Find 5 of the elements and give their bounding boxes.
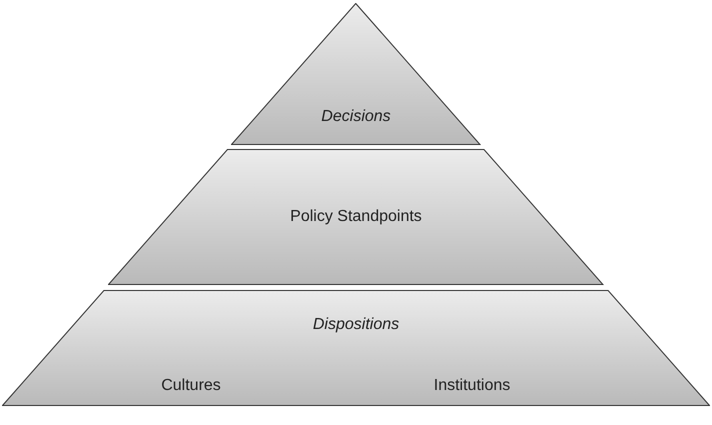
tier-label: Dispositions xyxy=(312,316,400,334)
tier-label: Decisions xyxy=(321,108,391,126)
tier-label: Policy Standpoints xyxy=(290,208,422,226)
tier-label: Cultures xyxy=(161,377,221,395)
tier-label: Institutions xyxy=(434,377,510,395)
